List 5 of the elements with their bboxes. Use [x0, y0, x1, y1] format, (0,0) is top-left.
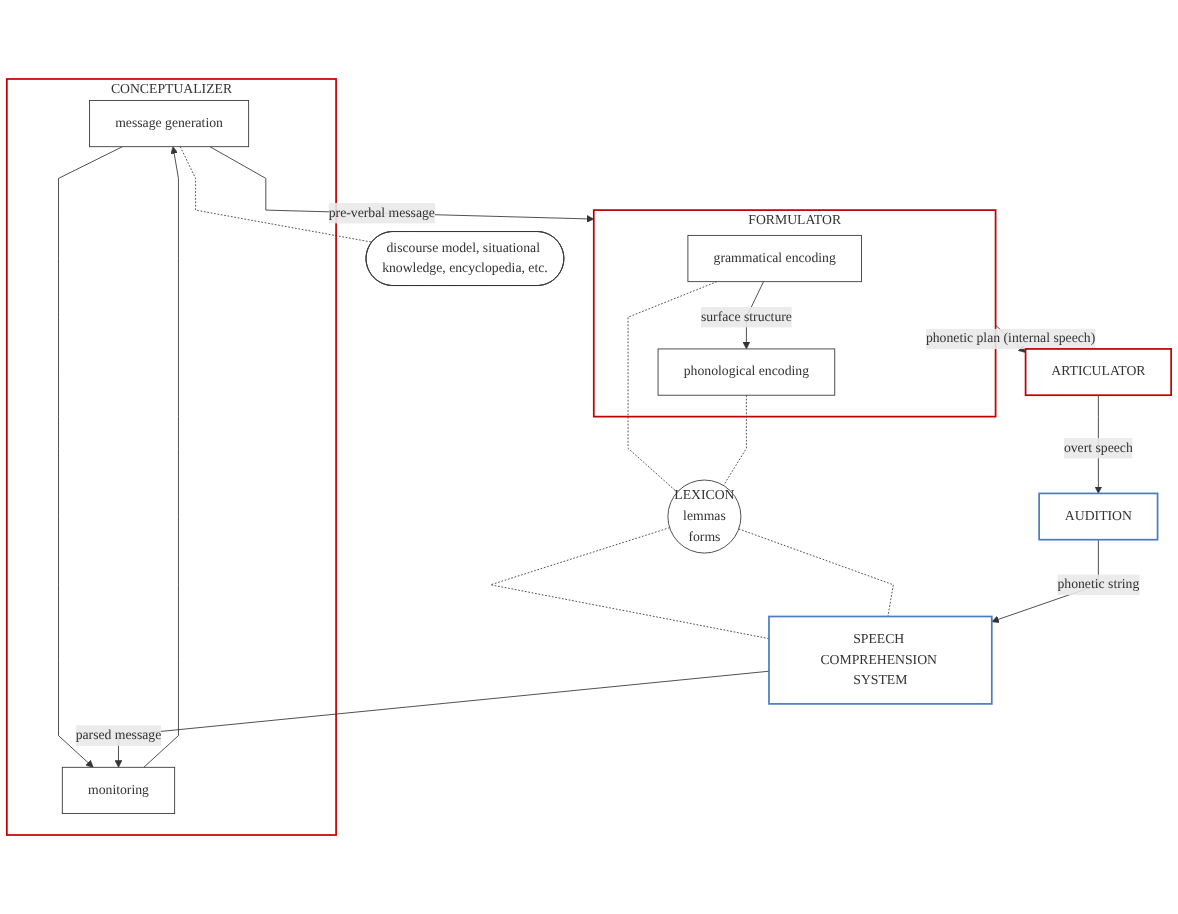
connector: [723, 394, 747, 486]
connector: [738, 528, 894, 617]
connector: [627, 281, 718, 493]
connector: [490, 527, 770, 640]
connector: [179, 146, 373, 243]
